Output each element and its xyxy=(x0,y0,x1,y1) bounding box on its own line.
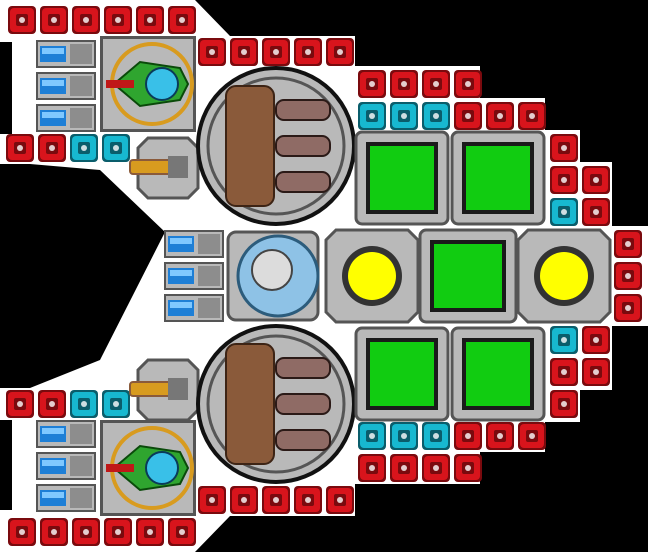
red-armor-block[interactable] xyxy=(8,518,36,546)
red-armor-block[interactable] xyxy=(38,390,66,418)
red-armor-block[interactable] xyxy=(518,102,546,130)
green-cargo-room[interactable] xyxy=(450,130,546,226)
red-armor-block[interactable] xyxy=(486,102,514,130)
green-cargo-room[interactable] xyxy=(450,326,546,422)
cyan-shield-block[interactable] xyxy=(422,102,450,130)
red-armor-block[interactable] xyxy=(198,38,226,66)
cyan-shield-block[interactable] xyxy=(390,102,418,130)
green-cargo-room[interactable] xyxy=(418,228,518,324)
red-armor-block[interactable] xyxy=(454,70,482,98)
red-armor-block[interactable] xyxy=(358,70,386,98)
cyan-shield-block[interactable] xyxy=(390,422,418,450)
red-armor-block[interactable] xyxy=(294,486,322,514)
red-armor-block[interactable] xyxy=(422,454,450,482)
red-armor-block[interactable] xyxy=(550,390,578,418)
blue-thruster[interactable] xyxy=(164,262,224,290)
red-armor-block[interactable] xyxy=(198,486,226,514)
cyan-shield-block[interactable] xyxy=(102,390,130,418)
red-armor-block[interactable] xyxy=(230,38,258,66)
cyan-shield-block[interactable] xyxy=(358,422,386,450)
circular-reactor[interactable] xyxy=(196,324,356,484)
red-armor-block[interactable] xyxy=(614,294,642,322)
red-armor-block[interactable] xyxy=(518,422,546,450)
red-armor-block[interactable] xyxy=(40,6,68,34)
green-cargo-room[interactable] xyxy=(354,130,450,226)
blue-thruster[interactable] xyxy=(36,104,96,132)
red-armor-block[interactable] xyxy=(550,166,578,194)
yellow-power-core[interactable] xyxy=(324,228,420,324)
red-armor-block[interactable] xyxy=(104,6,132,34)
cyan-shield-block[interactable] xyxy=(358,102,386,130)
red-armor-block[interactable] xyxy=(390,454,418,482)
blue-thruster[interactable] xyxy=(164,294,224,322)
cyan-shield-block[interactable] xyxy=(70,390,98,418)
red-armor-block[interactable] xyxy=(614,262,642,290)
red-armor-block[interactable] xyxy=(326,486,354,514)
red-armor-block[interactable] xyxy=(422,70,450,98)
red-armor-block[interactable] xyxy=(582,326,610,354)
blue-thruster[interactable] xyxy=(36,420,96,448)
red-armor-block[interactable] xyxy=(6,390,34,418)
cyan-shield-block[interactable] xyxy=(550,326,578,354)
red-armor-block[interactable] xyxy=(262,486,290,514)
blue-thruster[interactable] xyxy=(36,484,96,512)
cyan-shield-block[interactable] xyxy=(550,198,578,226)
brass-cannon[interactable] xyxy=(129,358,200,422)
red-armor-block[interactable] xyxy=(582,358,610,386)
brass-cannon[interactable] xyxy=(129,136,200,200)
red-armor-block[interactable] xyxy=(582,198,610,226)
blue-thruster[interactable] xyxy=(164,230,224,258)
red-armor-block[interactable] xyxy=(168,518,196,546)
red-armor-block[interactable] xyxy=(6,134,34,162)
yellow-power-core[interactable] xyxy=(516,228,612,324)
red-armor-block[interactable] xyxy=(230,486,258,514)
blue-thruster[interactable] xyxy=(36,72,96,100)
red-armor-block[interactable] xyxy=(454,102,482,130)
red-armor-block[interactable] xyxy=(72,6,100,34)
red-armor-block[interactable] xyxy=(582,166,610,194)
red-armor-block[interactable] xyxy=(38,134,66,162)
red-armor-block[interactable] xyxy=(358,454,386,482)
red-armor-block[interactable] xyxy=(550,134,578,162)
blue-thruster[interactable] xyxy=(36,452,96,480)
green-turret[interactable] xyxy=(100,36,196,132)
red-armor-block[interactable] xyxy=(40,518,68,546)
red-armor-block[interactable] xyxy=(614,230,642,258)
circular-reactor[interactable] xyxy=(196,66,356,226)
red-armor-block[interactable] xyxy=(486,422,514,450)
red-armor-block[interactable] xyxy=(136,518,164,546)
red-armor-block[interactable] xyxy=(72,518,100,546)
red-armor-block[interactable] xyxy=(326,38,354,66)
red-armor-block[interactable] xyxy=(454,422,482,450)
green-turret[interactable] xyxy=(100,420,196,516)
red-armor-block[interactable] xyxy=(168,6,196,34)
cyan-shield-block[interactable] xyxy=(102,134,130,162)
red-armor-block[interactable] xyxy=(550,358,578,386)
green-cargo-room[interactable] xyxy=(354,326,450,422)
red-armor-block[interactable] xyxy=(104,518,132,546)
red-armor-block[interactable] xyxy=(454,454,482,482)
cyan-shield-block[interactable] xyxy=(70,134,98,162)
red-armor-block[interactable] xyxy=(136,6,164,34)
red-armor-block[interactable] xyxy=(262,38,290,66)
red-armor-block[interactable] xyxy=(294,38,322,66)
red-armor-block[interactable] xyxy=(390,70,418,98)
blue-thruster[interactable] xyxy=(36,40,96,68)
red-armor-block[interactable] xyxy=(8,6,36,34)
cyan-shield-block[interactable] xyxy=(422,422,450,450)
blue-cockpit-dome[interactable] xyxy=(226,230,320,322)
